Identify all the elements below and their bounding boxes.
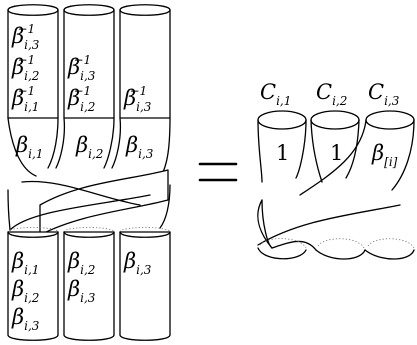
left-braid-cobordism: βi,3−1 βi,2−1 βi,1−1 βi,3−1 βi,2−1 βi,3−… [7, 4, 171, 341]
tube-label-3: β[i] [371, 141, 398, 169]
equals-sign [198, 162, 238, 182]
braid-label-3: βi,3 [125, 133, 154, 161]
right-pants-cobordism: Ci,1 Ci,2 Ci,3 1 1 β[i] [257, 80, 415, 260]
right-top-label-1: Ci,1 [260, 80, 291, 108]
braid-label-1: βi,1 [15, 133, 43, 161]
left-top-cylinders [7, 4, 171, 119]
right-top-label-2: Ci,2 [316, 80, 347, 108]
tube-label-1: 1 [276, 141, 289, 165]
left-bottom-cylinders [7, 227, 171, 341]
left-braid-upper [7, 117, 171, 179]
left-crossing-band [7, 169, 171, 236]
right-top-label-3: Ci,3 [368, 80, 400, 108]
braid-label-2: βi,2 [75, 133, 103, 161]
top-label-2-1: βi,3−1 [67, 53, 96, 83]
tube-label-2: 1 [330, 141, 343, 165]
